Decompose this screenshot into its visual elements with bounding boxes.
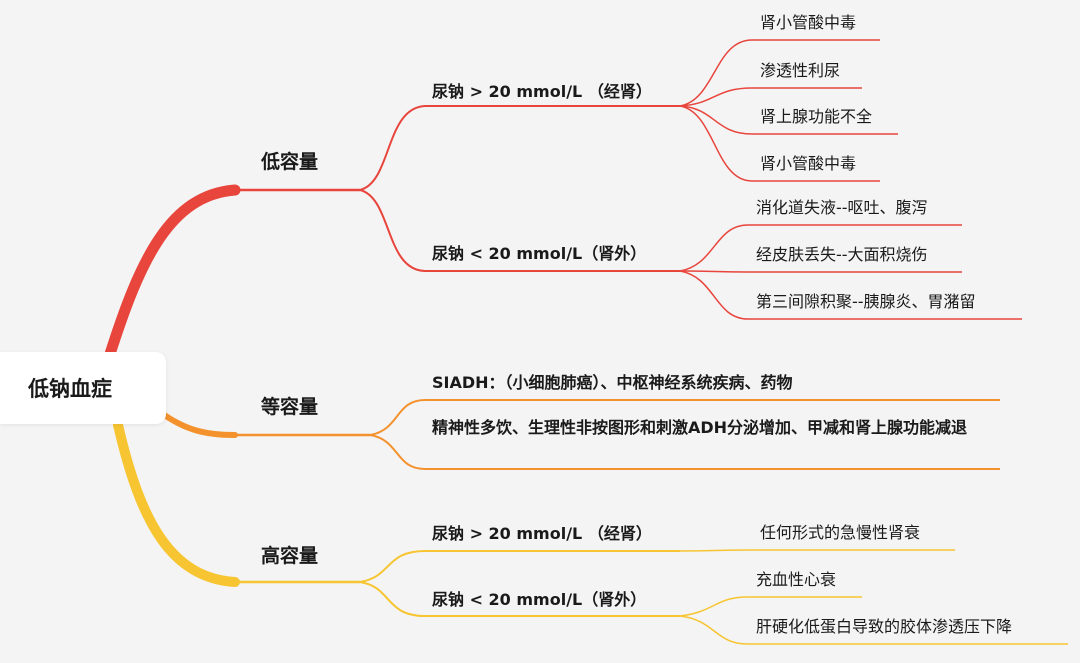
low-urine-sodium-high[interactable]: 尿钠 > 20 mmol/L （经肾） (432, 82, 652, 101)
connector-high-child-1 (359, 550, 426, 583)
leaf-node[interactable]: 第三间隙积聚--胰腺炎、胃潴留 (756, 292, 976, 311)
connector-leaf (679, 105, 753, 135)
leaf-node[interactable]: 渗透性利尿 (760, 61, 841, 80)
connector-low-child-1 (359, 105, 426, 191)
high-urine-sodium-high[interactable]: 尿钠 > 20 mmol/L （经肾） (432, 524, 652, 543)
high-urine-sodium-low[interactable]: 尿钠 < 20 mmol/L（肾外） (432, 590, 647, 609)
connector-leaf (679, 39, 753, 107)
connector-root-equal (157, 409, 238, 438)
connector-high-child-2 (359, 581, 426, 617)
root-node[interactable]: 低钠血症 (0, 352, 166, 424)
leaf-node[interactable]: 肾小管酸中毒 (760, 154, 857, 173)
connector-leaf (679, 270, 749, 273)
connector-equal-child-2 (369, 434, 426, 470)
connector-leaf (679, 105, 753, 182)
connector-root-high (113, 420, 240, 587)
connector-leaf (679, 224, 749, 272)
leaf-node[interactable]: 消化道失液--呕吐、腹泻 (756, 198, 928, 217)
low-urine-sodium-low[interactable]: 尿钠 < 20 mmol/L（肾外） (432, 244, 647, 263)
connector-leaf (679, 549, 753, 552)
connector-leaf (679, 87, 753, 107)
leaf-node[interactable]: 经皮肤丢失--大面积烧伤 (756, 245, 928, 264)
connector-equal-child-1 (369, 399, 426, 436)
connector-leaf (679, 270, 749, 320)
branch-low[interactable]: 低容量 (261, 151, 319, 173)
connector-low-child-2 (359, 189, 426, 272)
leaf-node[interactable]: 肝硬化低蛋白导致的胶体渗透压下降 (756, 617, 1013, 636)
leaf-node[interactable]: 充血性心衰 (756, 570, 837, 589)
branch-high[interactable]: 高容量 (261, 545, 319, 567)
connector-root-low (104, 184, 241, 360)
leaf-node[interactable]: 肾上腺功能不全 (760, 107, 873, 126)
leaf-node[interactable]: 肾小管酸中毒 (760, 13, 857, 32)
connector-leaf (679, 615, 749, 645)
equal-psychogenic-polydipsia[interactable]: 精神性多饮、生理性非按图形和刺激ADH分泌增加、甲减和肾上腺功能减退 (432, 418, 968, 437)
leaf-node[interactable]: 任何形式的急慢性肾衰 (760, 523, 921, 542)
equal-siadh[interactable]: SIADH：（小细胞肺癌）、中枢神经系统疾病、药物 (432, 373, 793, 392)
connector-leaf (679, 596, 749, 617)
branch-equal[interactable]: 等容量 (261, 396, 319, 418)
